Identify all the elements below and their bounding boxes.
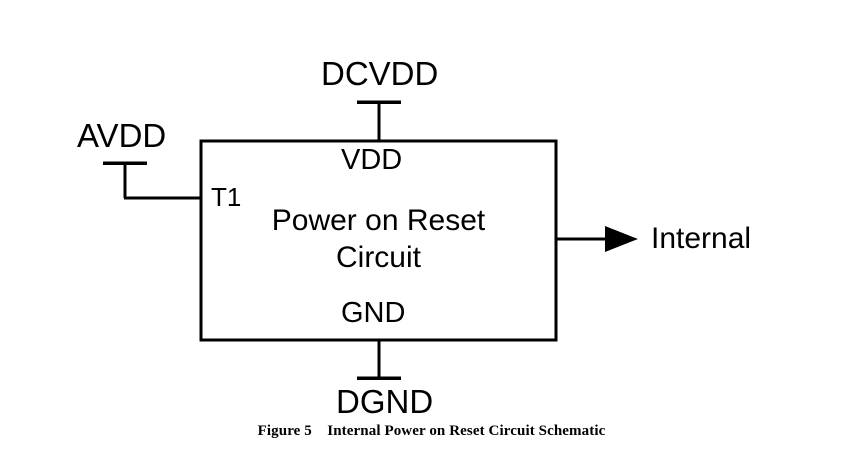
block-title-line2: Circuit xyxy=(335,240,421,274)
port-label-gnd: GND xyxy=(341,297,406,329)
port-label-vdd: VDD xyxy=(341,144,403,176)
pin-label-t1: T1 xyxy=(211,182,242,212)
rail-label-dcvdd: DCVDD xyxy=(321,55,439,92)
figure-caption: Figure 5 Internal Power on Reset Circuit… xyxy=(257,423,606,439)
block-title-line1: Power on Reset xyxy=(271,204,486,237)
power-on-reset-block xyxy=(199,139,558,342)
output-label-internal: Internal xyxy=(651,222,752,255)
rail-label-dgnd: DGND xyxy=(336,383,434,420)
rail-label-avdd: AVDD xyxy=(77,117,167,154)
internal-output-arrow-icon xyxy=(605,226,638,252)
